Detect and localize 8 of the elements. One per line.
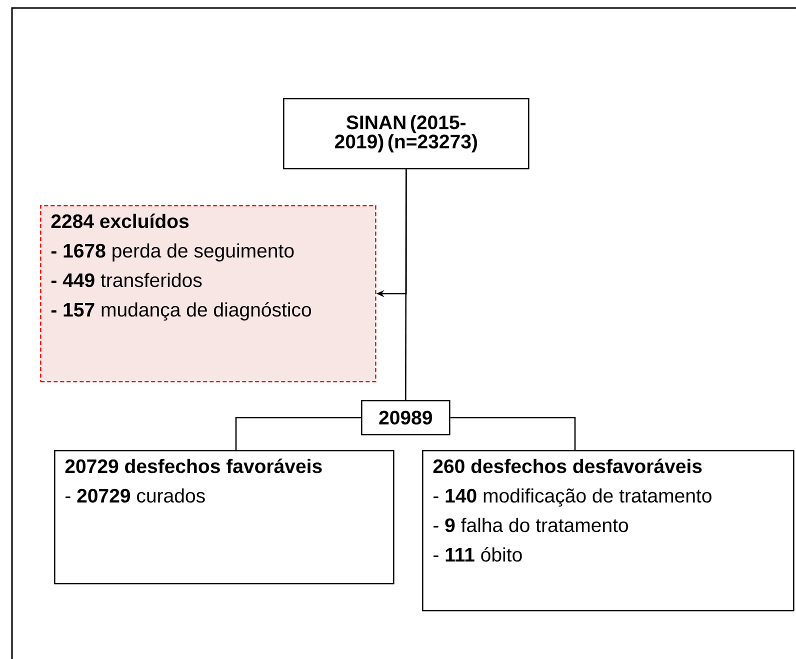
exclusion-box: 2284 excluídos - 1678 perda de seguimento - 449 transferidos - 157 mudança de diagnóstico [40, 205, 376, 382]
count-box: 20989 [361, 400, 450, 436]
connector-line [235, 417, 361, 450]
connector-line [405, 169, 407, 400]
outcome-box: 260 desfechos desfavoráveis - 140 modificação de tratamento - 9 falha do tratamento - 111 óbito [422, 450, 794, 612]
outcome-box: 20729 desfechos favoráveis - 20729 curados [54, 450, 394, 584]
connector-line [450, 417, 576, 450]
source-box: SINAN (2015-2019) (n=23273) [283, 98, 530, 170]
